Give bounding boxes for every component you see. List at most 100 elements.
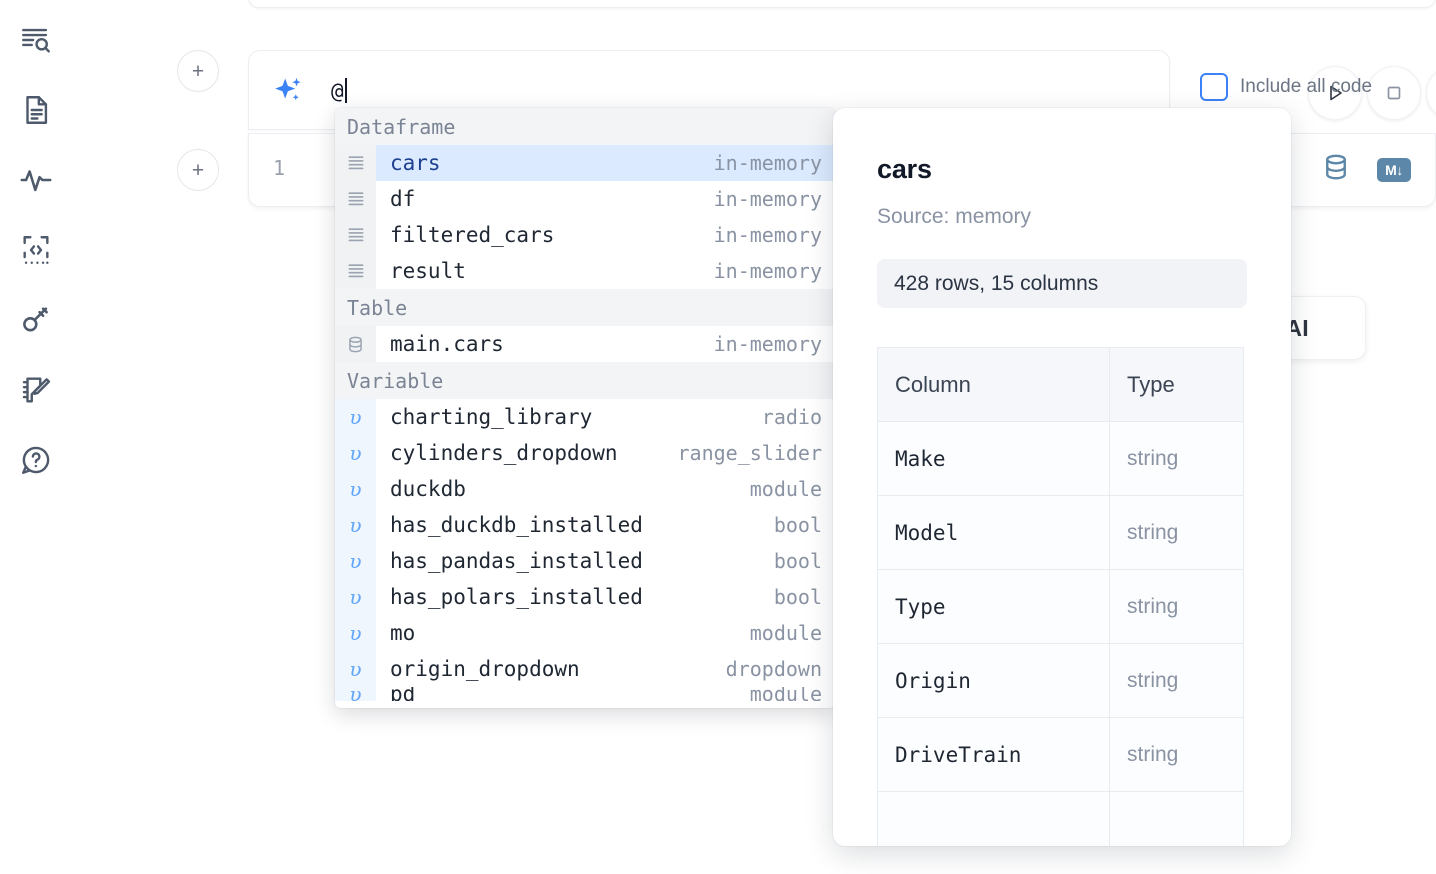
autocomplete-item-body: has_polars_installed bool	[376, 579, 835, 615]
help-chat-icon[interactable]	[14, 438, 58, 482]
autocomplete-item[interactable]: υ has_polars_installed bool	[335, 579, 835, 615]
add-cell-label: +	[191, 158, 205, 182]
ai-prompt-input[interactable]: @	[331, 78, 347, 103]
autocomplete-item-label: main.cars	[390, 332, 504, 356]
left-icon-rail	[0, 0, 72, 874]
document-icon[interactable]	[14, 88, 58, 132]
autocomplete-item-label: has_pandas_installed	[390, 549, 643, 573]
autocomplete-item-type: module	[749, 477, 822, 501]
column-header-column: Column	[877, 347, 1110, 422]
schema-column-type: string	[1109, 643, 1244, 718]
variable-icon: υ	[335, 471, 376, 507]
autocomplete-item-type: module	[749, 687, 822, 701]
autocomplete-item-label: has_duckdb_installed	[390, 513, 643, 537]
include-all-code-label: Include all code	[1240, 76, 1373, 97]
previous-cell-outline	[248, 0, 1436, 8]
schema-column-name	[877, 791, 1110, 846]
autocomplete-item[interactable]: υ has_pandas_installed bool	[335, 543, 835, 579]
schema-column-name: Origin	[877, 643, 1110, 718]
table-row	[877, 791, 1244, 846]
schema-column-type: string	[1109, 717, 1244, 792]
autocomplete-item[interactable]: main.cars in-memory	[335, 326, 835, 362]
autocomplete-item-body: duckdb module	[376, 471, 835, 507]
variable-icon: υ	[335, 543, 376, 579]
autocomplete-item[interactable]: υ has_duckdb_installed bool	[335, 507, 835, 543]
include-all-code-checkbox[interactable]	[1200, 73, 1228, 101]
autocomplete-item-label: duckdb	[390, 477, 466, 501]
markdown-badge-label: M	[1385, 161, 1397, 178]
add-cell-button-below[interactable]: +	[177, 149, 219, 191]
schema-column-name: Type	[877, 569, 1110, 644]
schema-column-name: Model	[877, 495, 1110, 570]
autocomplete-item-label: charting_library	[390, 405, 593, 429]
detail-shape-badge: 428 rows, 15 columns	[877, 259, 1247, 308]
variable-icon: υ	[335, 579, 376, 615]
schema-column-type: string	[1109, 569, 1244, 644]
schema-column-name: Make	[877, 421, 1110, 496]
schema-column-name: DriveTrain	[877, 717, 1110, 792]
file-search-icon[interactable]	[14, 18, 58, 62]
include-all-code-row[interactable]: Include all code	[1200, 73, 1372, 101]
autocomplete-item-body: has_pandas_installed bool	[376, 543, 835, 579]
markdown-icon[interactable]: M↓	[1377, 157, 1411, 182]
autocomplete-item-type: bool	[773, 549, 822, 573]
stop-cell-button[interactable]	[1367, 66, 1421, 120]
text-caret	[344, 78, 347, 103]
table-db-icon	[335, 326, 376, 362]
line-number: 1	[273, 156, 286, 180]
more-actions-button[interactable]	[1426, 66, 1436, 120]
ai-prompt-value: @	[331, 79, 344, 103]
autocomplete-item-label: cylinders_dropdown	[390, 441, 618, 465]
autocomplete-item-label: result	[390, 259, 466, 283]
activity-icon[interactable]	[14, 158, 58, 202]
dataframe-icon	[335, 181, 376, 217]
autocomplete-item-label: cars	[376, 145, 714, 181]
cell-run-toolbar	[1170, 50, 1436, 130]
add-cell-label: +	[191, 59, 205, 83]
autocomplete-item-type: bool	[773, 585, 822, 609]
code-embed-icon[interactable]	[14, 228, 58, 272]
autocomplete-group-header: Table	[335, 289, 835, 326]
autocomplete-item-type: in-memory	[713, 259, 822, 283]
autocomplete-item-body: has_duckdb_installed bool	[376, 507, 835, 543]
key-icon[interactable]	[14, 298, 58, 342]
autocomplete-item-type: dropdown	[725, 657, 822, 681]
database-icon[interactable]	[1321, 152, 1351, 187]
autocomplete-item-type: in-memory	[713, 332, 822, 356]
variable-icon: υ	[335, 435, 376, 471]
autocomplete-item-type: bool	[773, 513, 822, 537]
dataframe-detail-panel: cars Source: memory 428 rows, 15 columns…	[833, 108, 1291, 846]
sparkles-icon	[271, 75, 305, 109]
run-cell-button[interactable]	[1308, 66, 1362, 120]
variable-icon: υ	[335, 507, 376, 543]
dataframe-icon	[335, 253, 376, 289]
autocomplete-item[interactable]: result in-memory	[335, 253, 835, 289]
notebook-edit-icon[interactable]	[14, 368, 58, 412]
add-cell-button-above[interactable]: +	[177, 50, 219, 92]
table-header-row: Column Type	[877, 347, 1244, 422]
detail-title: cars	[877, 154, 932, 184]
autocomplete-item-type: in-memory	[713, 145, 835, 181]
autocomplete-item-label: has_polars_installed	[390, 585, 643, 609]
